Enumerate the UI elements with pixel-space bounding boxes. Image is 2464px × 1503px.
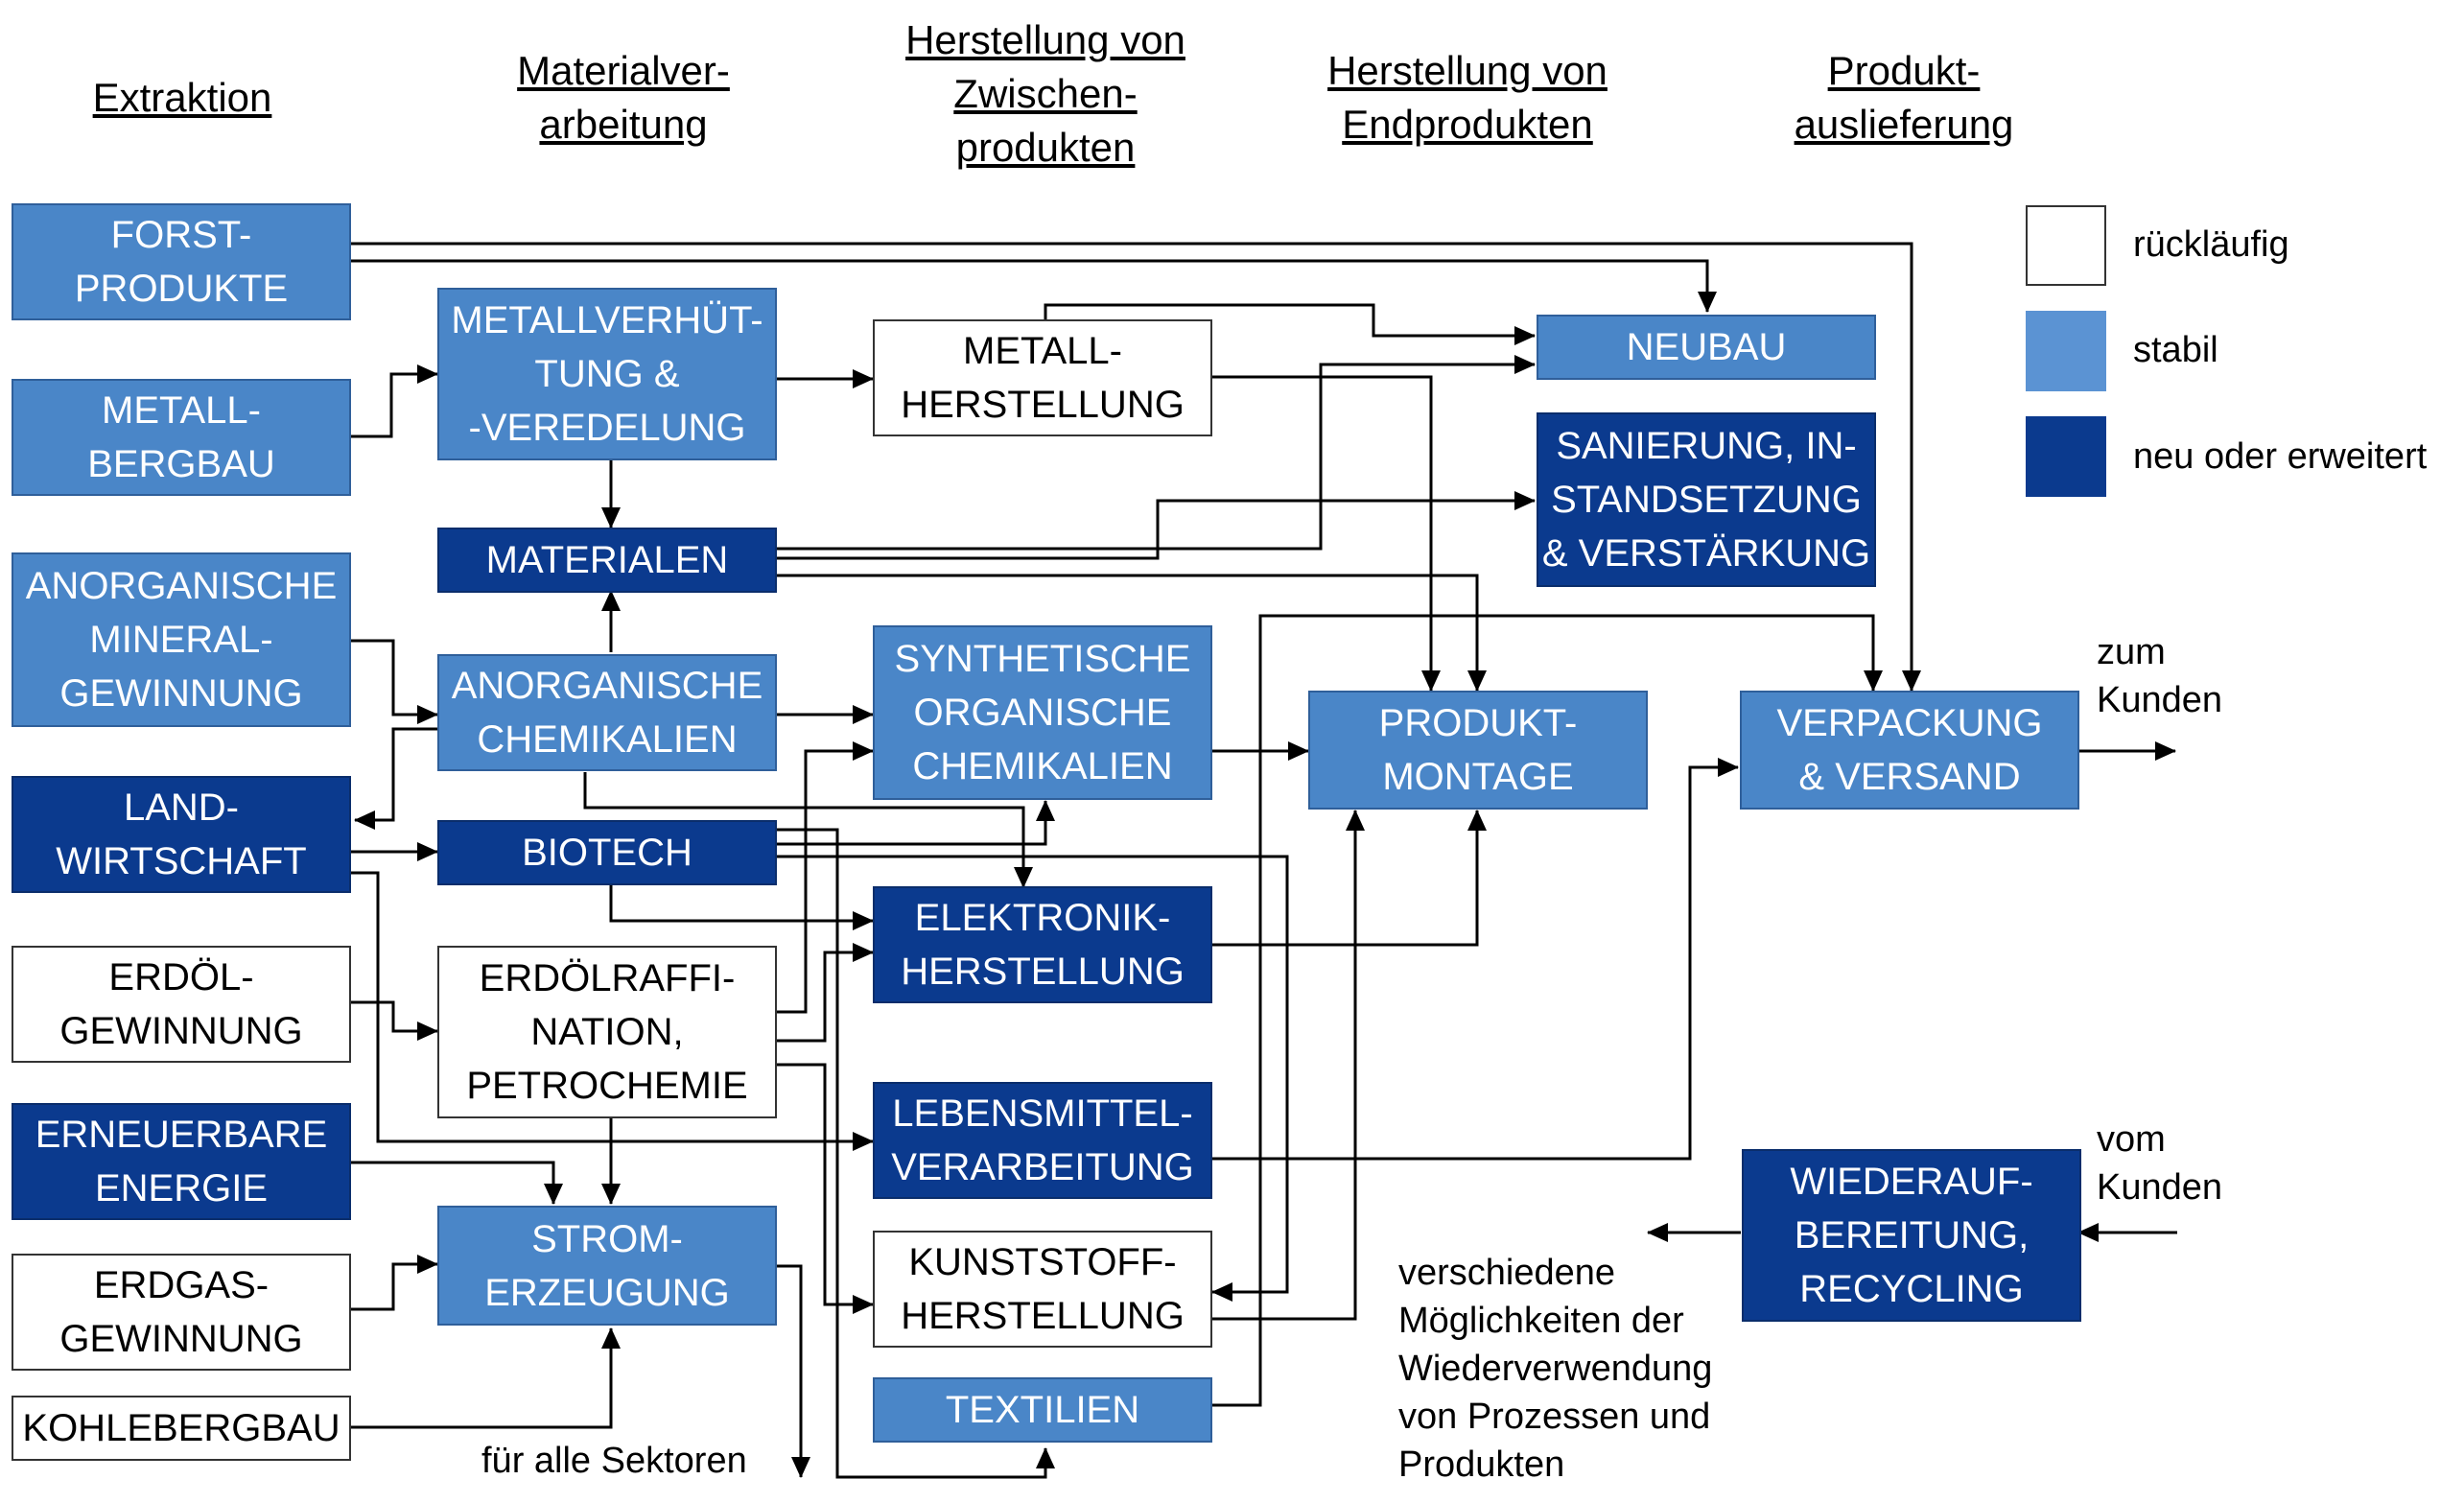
- box-kunststoffherstellung: KUNSTSTOFF- HERSTELLUNG: [873, 1231, 1212, 1348]
- box-lebensmittelverarbeitung: LEBENSMITTEL- VERARBEITUNG: [873, 1082, 1212, 1199]
- connector-textilien-verpackung: [1212, 614, 1883, 1407]
- box-wiederaufbereitung: WIEDERAUF- BEREITUNG, RECYCLING: [1742, 1149, 2081, 1322]
- legend-label-stabil: stabil: [2133, 330, 2218, 370]
- connector-materialen-neubau: [777, 355, 1536, 551]
- box-sanierung: SANIERUNG, IN- STANDSETZUNG & VERSTÄRKUN…: [1537, 412, 1876, 587]
- label-zum-kunden: zum Kunden: [2097, 632, 2223, 720]
- legend-swatch-neu: [2026, 416, 2106, 497]
- box-metallherstellung: METALL- HERSTELLUNG: [873, 319, 1212, 436]
- connector-kohle-strom: [351, 1327, 621, 1429]
- legend-label-ruecklaeufig: rückläufig: [2133, 224, 2289, 265]
- box-forstprodukte: FORST- PRODUKTE: [12, 203, 351, 320]
- connector-erdgas-strom: [351, 1255, 438, 1311]
- box-anorganische-chemikalien: ANORGANISCHE CHEMIKALIEN: [437, 654, 777, 771]
- connector-metallherst-neubau: [1044, 303, 1536, 345]
- box-metallverhuettung: METALLVERHÜT- TUNG & -VEREDELUNG: [437, 288, 777, 460]
- box-erdoelgewinnung: ERDÖL- GEWINNUNG: [12, 946, 351, 1063]
- connector-kunststoff-montage: [1212, 810, 1365, 1321]
- connector-elektronik-montage: [1212, 810, 1487, 947]
- connector-metallherst-montage: [1212, 375, 1441, 692]
- box-metallbergbau: METALL- BERGBAU: [12, 379, 351, 496]
- box-elektronikherstellung: ELEKTRONIK- HERSTELLUNG: [873, 886, 1212, 1003]
- connector-erdoel-raffination: [351, 1000, 438, 1041]
- header-produktauslieferung: Produkt- auslieferung: [1794, 48, 2014, 147]
- connector-biotech-synth: [777, 800, 1055, 846]
- connector-materialen-montage: [777, 574, 1487, 692]
- legend-label-neu: neu oder erweitert: [2133, 436, 2428, 477]
- box-neubau: NEUBAU: [1537, 315, 1876, 380]
- connector-landwirtschaft-lebensmittel: [351, 871, 874, 1151]
- box-stromerzeugung: STROM- ERZEUGUNG: [437, 1206, 777, 1326]
- connector-erneuerbar-strom: [351, 1161, 563, 1205]
- box-materialen: MATERIALEN: [437, 528, 777, 593]
- box-synthetische-chemikalien: SYNTHETISCHE ORGANISCHE CHEMIKALIEN: [873, 625, 1212, 800]
- connector-biotech-kunststoff: [777, 855, 1289, 1302]
- connector-bergbau-verhuettung: [351, 364, 438, 438]
- label-verschiedene-moeglichkeiten: verschiedene Möglichkeiten der Wiederver…: [1398, 1253, 1713, 1485]
- connector-raffination-synth: [777, 741, 874, 1014]
- box-erneuerbare-energie: ERNEUERBARE ENERGIE: [12, 1103, 351, 1220]
- box-erdoelraffination: ERDÖLRAFFI- NATION, PETROCHEMIE: [437, 946, 777, 1118]
- connector-biotech-elektronik: [609, 884, 874, 930]
- connector-forst-neubau: [351, 259, 1717, 313]
- box-biotech: BIOTECH: [437, 820, 777, 885]
- connector-raffination-kunststoff: [777, 1063, 874, 1314]
- box-verpackung: VERPACKUNG & VERSAND: [1740, 691, 2079, 810]
- connector-materialen-sanierung: [777, 491, 1536, 560]
- label-fuer-alle-sektoren: für alle Sektoren: [481, 1441, 747, 1481]
- header-zwischenprodukte: Herstellung von Zwischen- produkten: [905, 17, 1185, 170]
- label-vom-kunden: vom Kunden: [2097, 1119, 2223, 1208]
- legend-swatch-stabil: [2026, 311, 2106, 391]
- header-endprodukte: Herstellung von Endprodukten: [1327, 48, 1607, 147]
- box-landwirtschaft: LAND- WIRTSCHAFT: [12, 776, 351, 893]
- connector-anorgchem-landwirtschaft: [354, 727, 437, 830]
- box-produktmontage: PRODUKT- MONTAGE: [1308, 691, 1648, 810]
- box-anorganische-mineralgewinnung: ANORGANISCHE MINERAL- GEWINNUNG: [12, 552, 351, 727]
- header-extraktion: Extraktion: [92, 75, 272, 120]
- connector-mineral-anorgchem: [351, 639, 438, 724]
- header-materialverarbeitung: Materialver- arbeitung: [517, 48, 730, 147]
- box-erdgasgewinnung: ERDGAS- GEWINNUNG: [12, 1254, 351, 1371]
- connector-lebensmittel-verpackung: [1212, 758, 1739, 1161]
- box-textilien: TEXTILIEN: [873, 1377, 1212, 1443]
- connector-forst-verpackung: [351, 242, 1921, 692]
- box-kohlebergbau: KOHLEBERGBAU: [12, 1396, 351, 1461]
- connector-strom-alle: [777, 1264, 810, 1478]
- connector-raffination-elektronik: [777, 943, 874, 1043]
- connector-to-textilien: [777, 828, 1055, 1479]
- legend-swatch-ruecklaeufig: [2026, 205, 2106, 286]
